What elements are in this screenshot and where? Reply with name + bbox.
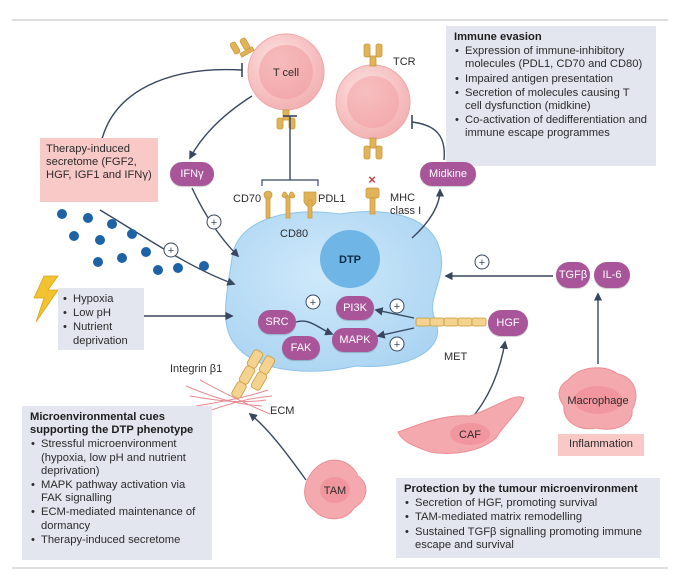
- met-receptor: [415, 317, 487, 327]
- microenvironment-item: Stressful microenvironment (hypoxia, low…: [31, 438, 204, 478]
- ecm-label: ECM: [270, 405, 294, 417]
- protection-list: Secretion of HGF, promoting survival TAM…: [404, 497, 652, 552]
- immune-evasion-item: Expression of immune-inhibitory molecule…: [455, 45, 648, 71]
- caf-nucleus: [450, 423, 490, 445]
- protection-item: TAM-mediated matrix remodelling: [405, 511, 652, 524]
- tam-to-ecm-arrow: [248, 412, 307, 481]
- macrophage-label: Macrophage: [567, 395, 628, 407]
- microenvironment-item: ECM-mediated maintenance of dormancy: [31, 506, 204, 532]
- mapk-pill: MAPK: [332, 328, 378, 352]
- dtp-label: DTP: [339, 254, 361, 266]
- cd70-label: CD70: [233, 193, 261, 205]
- microenvironment-list: Stressful microenvironment (hypoxia, low…: [30, 438, 204, 547]
- src-pill: SRC: [258, 310, 296, 334]
- plus-tgfb: +: [479, 257, 485, 269]
- immune-evasion-title: Immune evasion: [454, 31, 542, 43]
- cd80-receptor: [281, 191, 296, 219]
- inflammation-label: Inflammation: [568, 438, 634, 450]
- midkine-pill: Midkine: [420, 162, 476, 186]
- immune-evasion-item: Secretion of molecules causing T cell dy…: [455, 87, 648, 113]
- stress-item: Low pH: [63, 307, 140, 320]
- src-to-mapk-arrow: [295, 320, 334, 336]
- plus-src: +: [310, 297, 316, 309]
- midkine-inhibit-curve: [411, 121, 445, 161]
- t-cell-receptor-bottom: [276, 109, 296, 130]
- tam-nucleus: [320, 477, 350, 503]
- t-cell-receptor-left: [229, 37, 255, 58]
- t-cell-label: T cell: [273, 67, 299, 79]
- t-cell-2-nucleus: [347, 76, 399, 128]
- fak-pill: FAK: [282, 336, 320, 360]
- hgf-pill: HGF: [488, 310, 528, 336]
- tcr-label: TCR: [393, 56, 416, 68]
- microenvironment-box: Microenvironmental cues supporting the D…: [22, 406, 212, 560]
- plus-ifng: +: [211, 217, 217, 229]
- dtp-nucleus: [320, 230, 380, 288]
- tcell-to-ifng-arrow: [189, 95, 253, 160]
- secretome-text: Therapy-induced secretome (FGF2, HGF, IG…: [46, 143, 152, 182]
- immune-evasion-item: Co-activation of dedifferentiation and i…: [455, 114, 648, 140]
- class-i-label: class I: [390, 205, 421, 217]
- tam-label: TAM: [324, 485, 346, 497]
- plus-markers: + + + + + +: [163, 214, 490, 352]
- microenvironment-item: Therapy-induced secretome: [31, 534, 204, 547]
- plus-mapk: +: [394, 339, 400, 351]
- pdl1-label: PDL1: [318, 193, 346, 205]
- integrin-receptor: [231, 349, 276, 399]
- il6-pill: IL-6: [594, 262, 630, 288]
- mhc-cross-mark: ×: [368, 172, 376, 187]
- cd80-label: CD80: [280, 228, 308, 240]
- macrophage-nucleus: [574, 386, 622, 414]
- immune-evasion-box: Immune evasion Expression of immune-inhi…: [446, 26, 656, 166]
- met-label: MET: [444, 351, 468, 363]
- protection-item: Sustained TGFβ signalling promoting immu…: [405, 526, 652, 552]
- tgfb-pill: TGFβ: [556, 262, 590, 288]
- tcr-receptor-top: [363, 43, 383, 67]
- t-cell-nucleus: [259, 45, 313, 99]
- stress-box: Hypoxia Low pH Nutrient deprivation: [58, 288, 144, 350]
- met-to-mapk-arrow: [376, 327, 415, 339]
- immune-evasion-list: Expression of immune-inhibitory molecule…: [454, 45, 648, 140]
- ecm-fibres: [185, 379, 273, 415]
- protection-box: Protection by the tumour microenvironmen…: [396, 478, 660, 558]
- microenvironment-title: Microenvironmental cues supporting the D…: [30, 411, 194, 437]
- ifng-pill: IFNγ: [170, 162, 214, 186]
- immune-evasion-item: Impaired antigen presentation: [455, 73, 648, 86]
- stress-item: Nutrient deprivation: [63, 321, 140, 347]
- plus-secretome: +: [168, 245, 174, 257]
- protection-title: Protection by the tumour microenvironmen…: [404, 483, 638, 495]
- pi3k-pill: PI3K: [336, 296, 374, 320]
- integrin-label: Integrin β1: [170, 363, 222, 375]
- dtp-to-midkine-arrow: [411, 188, 445, 239]
- secretome-inhibit-curve: [99, 68, 243, 149]
- inflammation-box: Inflammation: [558, 434, 644, 456]
- microenvironment-item: MAPK pathway activation via FAK signalli…: [31, 479, 204, 505]
- secretome-dots: [57, 209, 209, 275]
- tcr-receptor-bottom: [363, 137, 383, 160]
- lightning-bolt-icon: [33, 275, 59, 323]
- stress-item: Hypoxia: [63, 293, 140, 306]
- pdl1-receptor: [303, 191, 317, 219]
- cd70-receptor: [263, 190, 273, 219]
- mhc-label: MHC: [390, 192, 415, 204]
- caf-label: CAF: [459, 429, 481, 441]
- met-to-pi3k-arrow: [374, 307, 415, 319]
- protection-item: Secretion of HGF, promoting survival: [405, 497, 652, 510]
- plus-pi3k: +: [394, 301, 400, 313]
- stress-list: Hypoxia Low pH Nutrient deprivation: [62, 293, 140, 348]
- secretome-box: Therapy-induced secretome (FGF2, HGF, IG…: [40, 138, 158, 202]
- mhc-class-i-molecule: [365, 187, 380, 215]
- receptor-bracket: [261, 179, 319, 186]
